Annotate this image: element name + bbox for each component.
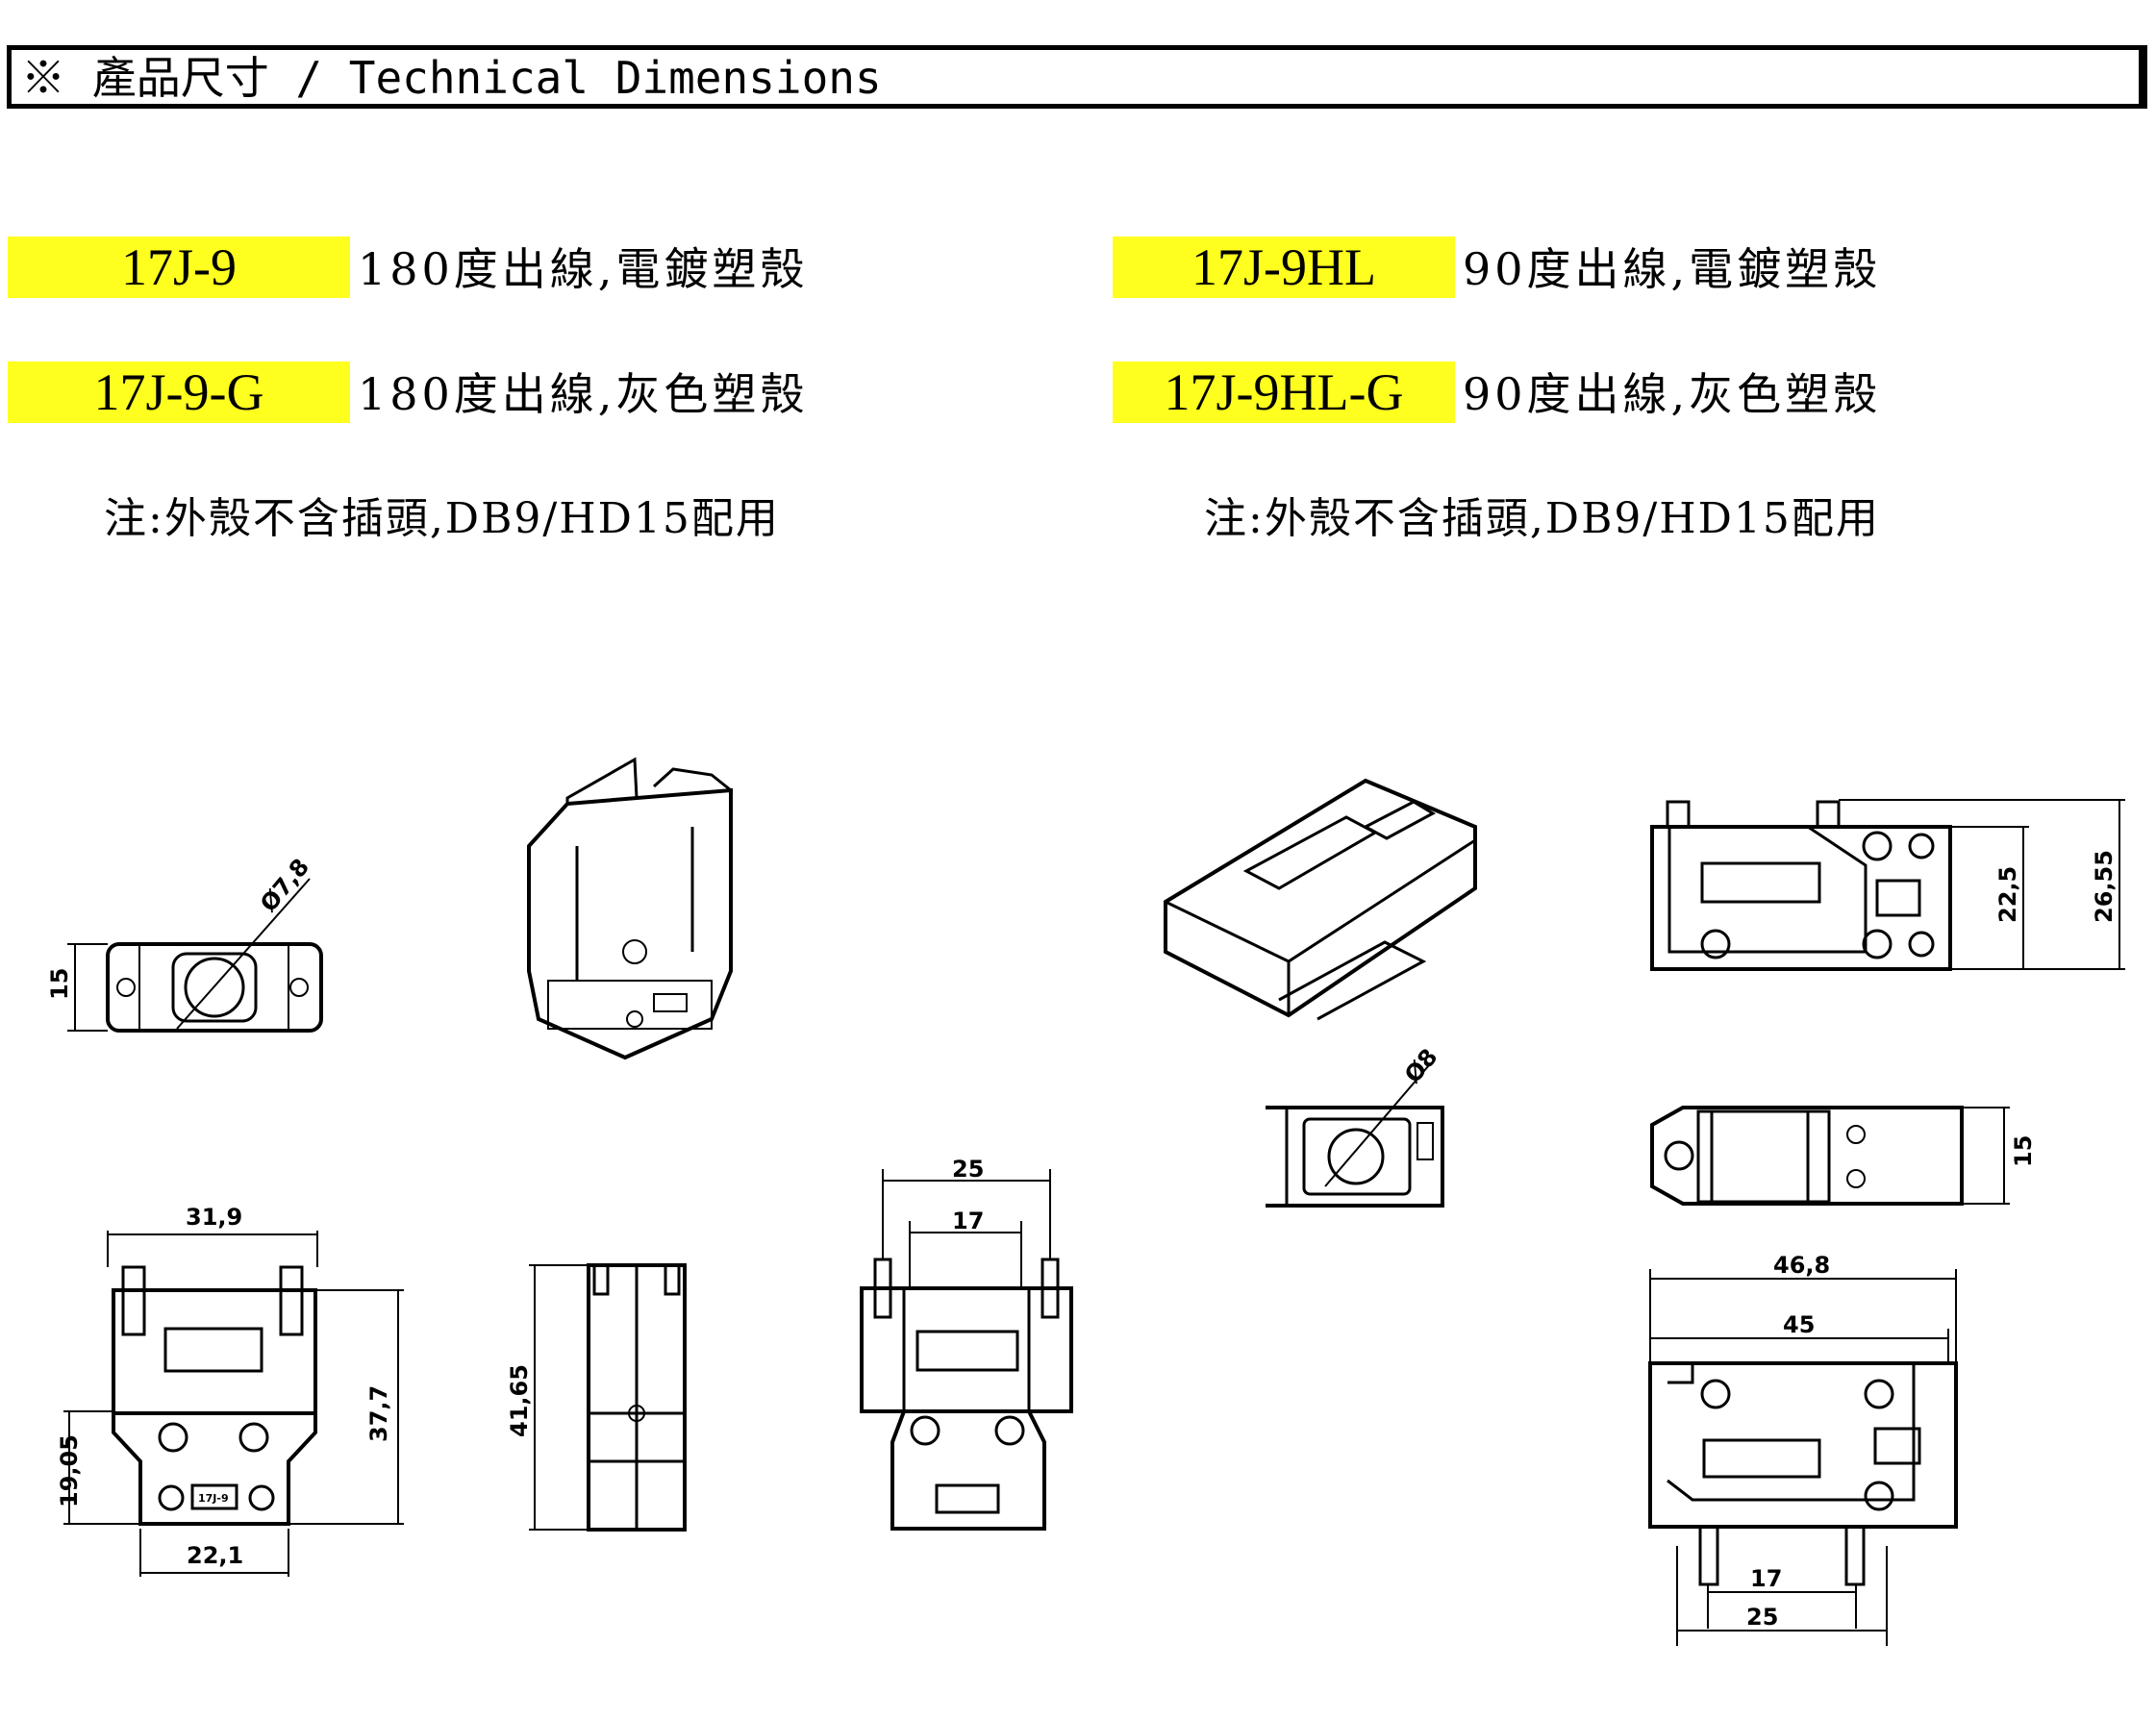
dim-label-25-left: 25 (952, 1156, 984, 1183)
dim-label-15-left: 15 (46, 968, 73, 1000)
drawing-17j-9hl-side-view (1650, 799, 2125, 971)
drawing-17j-9hl-top-view (1650, 1106, 2010, 1206)
product-code-17j-9-g: 17J-9-G (8, 361, 350, 423)
dim-label-22-1: 22,1 (187, 1542, 243, 1569)
drawing-17j-9hl-end-view (1266, 1064, 1444, 1208)
dim-label-31-9: 31,9 (186, 1204, 242, 1231)
dim-label-22-5: 22,5 (1994, 866, 2021, 923)
note-left: 注:外殼不含插頭,DB9/HD15配用 (104, 494, 780, 543)
dim-label-diameter-right: Ø8 (1399, 1043, 1442, 1087)
dim-label-41-65: 41,65 (506, 1364, 533, 1437)
dim-label-17-right: 17 (1750, 1565, 1782, 1592)
dim-label-25-right: 25 (1746, 1604, 1778, 1631)
product-code-17j-9hl-g: 17J-9HL-G (1113, 361, 1455, 423)
product-desc-17j-9hl: 90度出線,電鍍塑殼 (1463, 243, 1882, 295)
drawing-17j-9-front-view (63, 1231, 404, 1577)
drawing-17j-9-back-view (860, 1169, 1073, 1531)
dim-label-37-7: 37,7 (365, 1385, 392, 1442)
product-code-17j-9: 17J-9 (8, 237, 350, 298)
note-right: 注:外殼不含插頭,DB9/HD15配用 (1204, 494, 1880, 543)
dim-label-26-55: 26,55 (2091, 850, 2118, 923)
drawing-17j-9hl-isometric (1164, 778, 1477, 1021)
dim-label-19-05: 19,05 (56, 1434, 83, 1507)
product-desc-17j-9hl-g: 90度出線,灰色塑殼 (1463, 368, 1882, 420)
product-desc-17j-9-g: 180度出線,灰色塑殼 (358, 368, 809, 420)
shell-tag-17j-9: 17J-9 (198, 1492, 229, 1505)
drawing-17j-9-end-view (67, 878, 323, 1033)
title-bar: ※ 產品尺寸 / Technical Dimensions (7, 45, 2147, 109)
dim-label-15-right: 15 (2010, 1135, 2037, 1167)
drawing-17j-9hl-front-view (1648, 1269, 1958, 1646)
product-desc-17j-9: 180度出線,電鍍塑殼 (358, 243, 809, 295)
page-title: ※ 產品尺寸 / Technical Dimensions (21, 52, 882, 104)
dim-label-17-left: 17 (952, 1208, 984, 1234)
product-code-17j-9hl: 17J-9HL (1113, 237, 1455, 298)
dim-label-45: 45 (1783, 1311, 1815, 1338)
drawing-17j-9-isometric (527, 757, 733, 1060)
dim-label-46-8: 46,8 (1773, 1252, 1830, 1279)
drawing-17j-9-side-view (529, 1263, 687, 1532)
